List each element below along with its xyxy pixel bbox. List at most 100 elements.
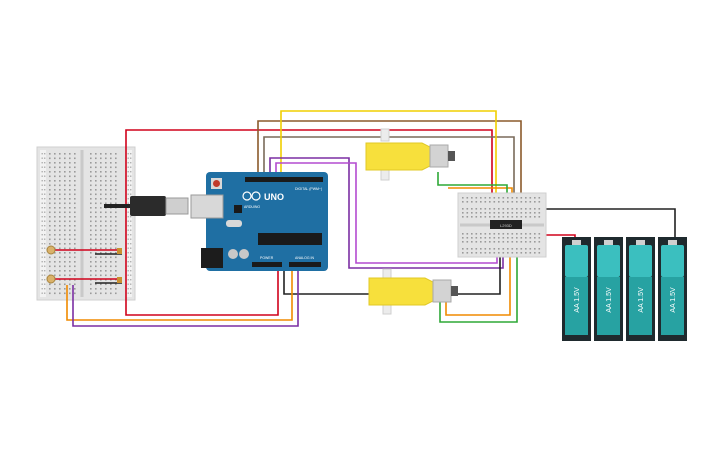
resistor-2[interactable]	[117, 277, 122, 283]
arduino-logo-left	[242, 191, 252, 201]
breadboard-hole	[115, 238, 117, 241]
rail-hole	[44, 180, 46, 182]
wire-purple-1[interactable]	[269, 157, 504, 269]
breadboard-hole	[516, 208, 518, 210]
rail-hole	[44, 243, 46, 245]
breadboard-hole	[100, 261, 102, 263]
motor-driver-ic[interactable]	[490, 220, 522, 229]
breadboard-hole	[115, 243, 117, 245]
dc-motor-bottom[interactable]	[368, 268, 458, 315]
rail-hole	[41, 229, 43, 231]
rail-hole	[130, 252, 132, 254]
wire-green-bottom[interactable]	[439, 245, 518, 323]
rail-hole	[130, 283, 132, 285]
breadboard-hole	[64, 229, 66, 232]
rail-hole	[127, 162, 129, 164]
breadboard-hole	[54, 175, 56, 178]
breadboard-hole	[95, 198, 97, 200]
usb-b-port[interactable]	[190, 194, 224, 219]
dc-jack[interactable]	[201, 248, 223, 268]
breadboard-hole	[59, 211, 61, 214]
right-breadboard[interactable]: L293D	[457, 192, 547, 258]
breadboard-hole	[59, 193, 61, 196]
breadboard-hole	[115, 166, 117, 169]
left-breadboard[interactable]	[36, 146, 136, 301]
breadboard-hole	[105, 256, 107, 259]
aa-battery-3[interactable]: AA 1.5V	[626, 237, 655, 341]
breadboard-hole	[69, 247, 71, 250]
breadboard-hole	[110, 198, 112, 200]
wire-red-5v[interactable]	[125, 129, 493, 210]
breadboard-hole	[466, 241, 469, 243]
rail-hole	[130, 270, 132, 272]
breadboard-hole	[95, 153, 97, 155]
breadboard-hole	[59, 234, 61, 236]
breadboard-hole	[49, 292, 51, 295]
breadboard-hole	[74, 256, 76, 259]
breadboard-hole	[529, 248, 532, 250]
left-breadboard-rail-right	[126, 150, 132, 297]
breadboard-hole	[100, 256, 102, 259]
reset-button[interactable]	[213, 180, 220, 187]
rail-hole	[127, 252, 129, 254]
wire-yellow[interactable]	[280, 110, 497, 205]
wire-purple-2[interactable]	[275, 162, 498, 264]
breadboard-hole	[105, 220, 107, 223]
breadboard-hole	[484, 252, 487, 254]
breadboard-hole	[502, 216, 505, 218]
wire-orange-bottom[interactable]	[445, 245, 511, 316]
breadboard-hole	[475, 208, 478, 210]
wire-red-vin[interactable]	[125, 210, 279, 316]
breadboard-hole	[64, 180, 66, 182]
breadboard-hole	[115, 292, 117, 295]
arduino-logo-text: ARDUINO	[244, 205, 260, 209]
breadboard-hole	[49, 216, 51, 218]
breadboard-hole	[115, 270, 117, 272]
battery-body	[565, 277, 588, 335]
breadboard-hole	[95, 225, 97, 227]
aa-battery-2[interactable]: AA 1.5V	[594, 237, 623, 341]
breadboard-hole	[100, 162, 102, 164]
breadboard-hole	[534, 241, 536, 243]
aa-battery-4[interactable]: AA 1.5V	[658, 237, 687, 341]
wire-orange-left[interactable]	[66, 265, 293, 321]
component-lead-2[interactable]	[46, 274, 56, 284]
dc-motor-top[interactable]	[365, 128, 455, 181]
breadboard-hole	[74, 211, 76, 214]
breadboard-hole	[64, 198, 66, 200]
breadboard-hole	[54, 238, 56, 241]
breadboard-hole	[74, 225, 76, 227]
breadboard-hole	[110, 162, 112, 164]
breadboard-hole	[74, 171, 76, 173]
component-lead-1[interactable]	[46, 245, 56, 255]
analog-header	[289, 262, 321, 267]
breadboard-hole	[511, 208, 514, 210]
aa-battery-1[interactable]: AA 1.5V	[562, 237, 591, 341]
rail-hole	[41, 234, 43, 236]
usb-chip	[234, 205, 242, 213]
breadboard-hole	[90, 243, 92, 245]
wire-purple-left[interactable]	[72, 265, 299, 327]
breadboard-hole	[516, 216, 518, 218]
arduino-uno-board[interactable]: DIGITAL (PWM~) UNO ARDUINO POWER ANALOG …	[190, 172, 328, 271]
breadboard-hole	[105, 180, 107, 182]
rail-hole	[44, 270, 46, 272]
breadboard-hole	[484, 208, 487, 210]
usb-cable[interactable]	[104, 196, 189, 216]
resistor-1[interactable]	[117, 248, 122, 254]
motor-top-gearbox	[365, 142, 433, 171]
wire-brown-1[interactable]	[257, 120, 522, 205]
breadboard-hole	[59, 157, 61, 160]
breadboard-hole	[69, 229, 71, 232]
breadboard-hole	[511, 212, 514, 214]
breadboard-hole	[484, 216, 487, 218]
breadboard-hole	[105, 238, 107, 241]
breadboard-hole	[115, 274, 117, 277]
breadboard-hole	[484, 241, 487, 243]
breadboard-hole	[100, 157, 102, 160]
motor-bottom-endcap	[451, 286, 458, 296]
breadboard-hole	[516, 233, 518, 235]
breadboard-hole	[59, 279, 61, 281]
breadboard-hole	[529, 197, 532, 199]
